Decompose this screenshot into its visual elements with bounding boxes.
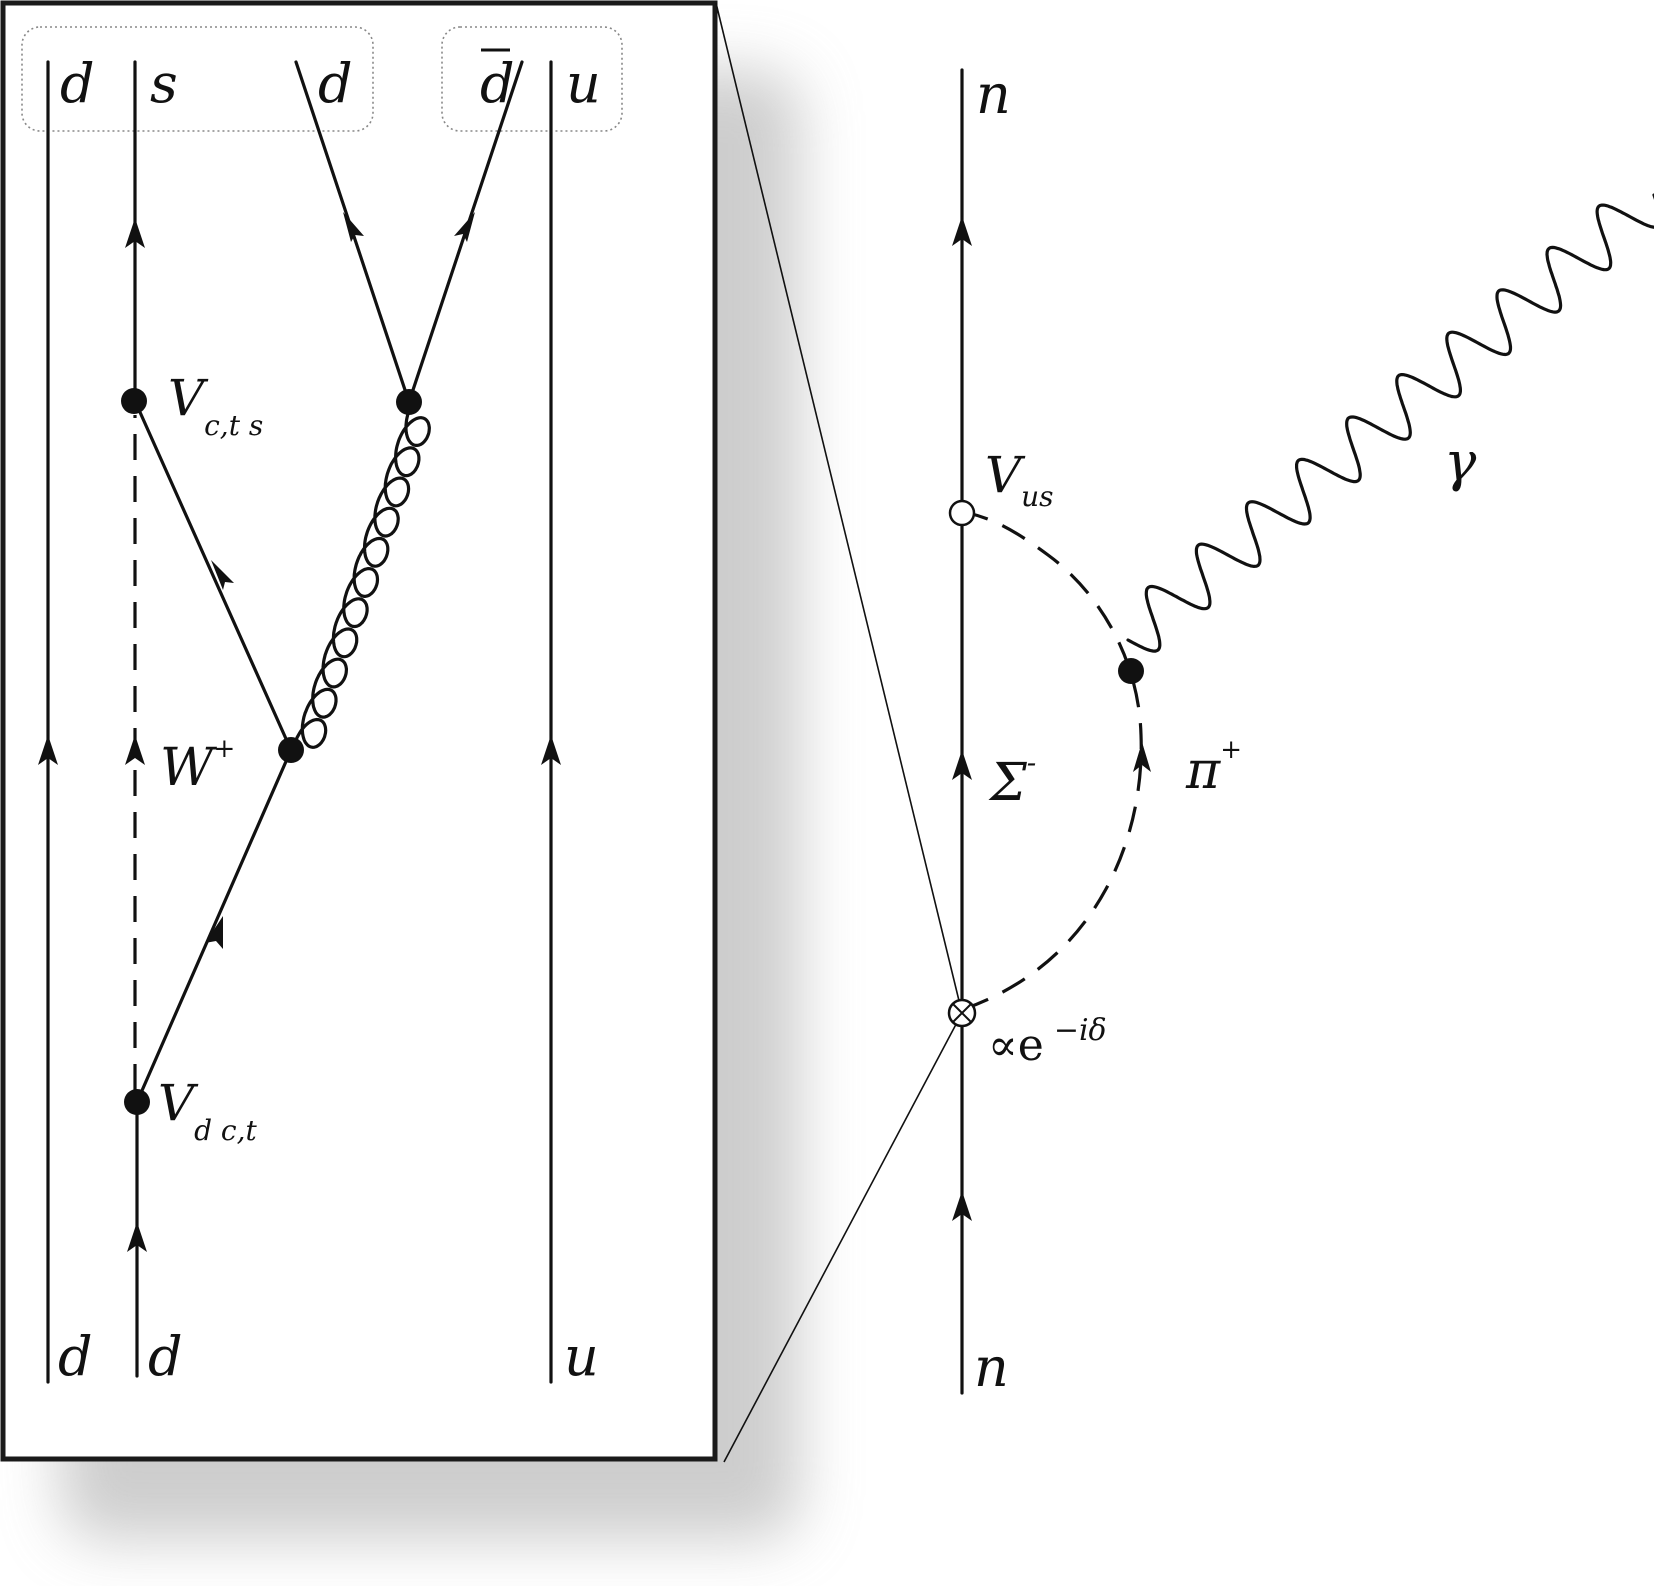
vertex-pion-photon [1118, 658, 1144, 684]
zoom-connector-bottom [723, 1012, 963, 1463]
label-top-s: s [150, 52, 178, 115]
arrow-sigma [952, 750, 972, 780]
vertex-top-weak [121, 388, 147, 414]
pion-line [963, 511, 1143, 1011]
label-sigma: Σ- [988, 746, 1036, 813]
label-vertex-top: Vc,t s [168, 369, 263, 442]
arrow-u-spectator [541, 735, 561, 765]
gluon-line [293, 409, 431, 749]
arrow-pion [1133, 742, 1151, 772]
zoom-connector-top [715, 2, 963, 1014]
arrow-w-boson [125, 735, 145, 765]
zoom-box-frame [0, 0, 718, 1462]
internal-quark-line-lower [135, 748, 293, 1104]
label-neutron-bottom: n [974, 1336, 1009, 1399]
label-pion: π+ [1185, 735, 1242, 801]
zoom-box: d s d d u d d u Vc,t s Vd c,t W+ [0, 0, 718, 1462]
label-top-d-left: d [60, 52, 95, 115]
label-vertex-bottom: Vd c,t [158, 1074, 258, 1147]
internal-quark-line-upper [133, 399, 293, 752]
label-w-boson: W+ [160, 734, 235, 798]
vertex-gluon-split [396, 389, 422, 415]
label-top-dbar: d [480, 52, 515, 115]
label-bottom-d-left: d [58, 1325, 93, 1388]
arrow-internal-upper [211, 560, 234, 590]
label-top-d-mid: d [318, 52, 353, 115]
arrow-neutron-top [952, 216, 972, 246]
vertex-cp-phase-icon [947, 998, 977, 1028]
arrow-neutron-bottom [952, 1191, 972, 1221]
arrow-s-quark [125, 218, 145, 248]
label-neutron-top: n [976, 63, 1011, 126]
label-bottom-d-mid: d [148, 1325, 183, 1388]
hadron-group-box-left [21, 26, 374, 132]
arrow-internal-lower [205, 916, 223, 949]
vertex-gluon-emission [278, 737, 304, 763]
arrow-d-produced [343, 212, 364, 242]
vertex-bottom-weak [124, 1089, 150, 1115]
label-vus: Vus [985, 446, 1054, 513]
label-photon: γ [1444, 430, 1477, 493]
label-bottom-u: u [564, 1325, 599, 1388]
hadron-group-box-right [441, 26, 623, 132]
arrow-d-incoming [127, 1222, 147, 1252]
label-cp-phase: ∝e−iδ [988, 1013, 1107, 1071]
arrow-dbar-produced [454, 212, 475, 242]
label-top-u: u [566, 52, 601, 115]
photon-line [1126, 193, 1654, 653]
arrow-d-spectator [38, 735, 58, 765]
vertex-vus [948, 499, 976, 527]
